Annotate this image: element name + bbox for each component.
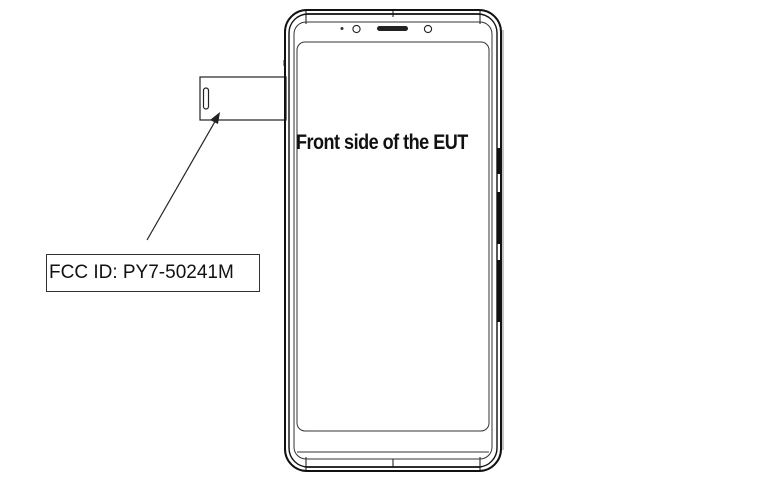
light-sensor-icon xyxy=(423,24,433,34)
proximity-sensor-icon xyxy=(340,27,344,30)
fcc-id-label-box xyxy=(46,254,260,292)
front-camera-icon xyxy=(352,24,361,34)
power-button xyxy=(497,192,500,244)
earpiece-speaker-icon xyxy=(377,26,408,31)
diagram-title: Front side of the EUT xyxy=(296,131,468,154)
volume-button xyxy=(497,148,500,174)
phone-body xyxy=(284,9,504,472)
front-sensors xyxy=(340,24,433,34)
leader-arrow-icon xyxy=(146,112,220,241)
camera-button xyxy=(497,260,500,322)
sim-tray xyxy=(199,76,287,121)
sim-eject-hole-icon xyxy=(202,87,210,110)
side-buttons xyxy=(497,148,500,322)
fcc-id-label: FCC ID: PY7-50241M xyxy=(49,262,234,283)
